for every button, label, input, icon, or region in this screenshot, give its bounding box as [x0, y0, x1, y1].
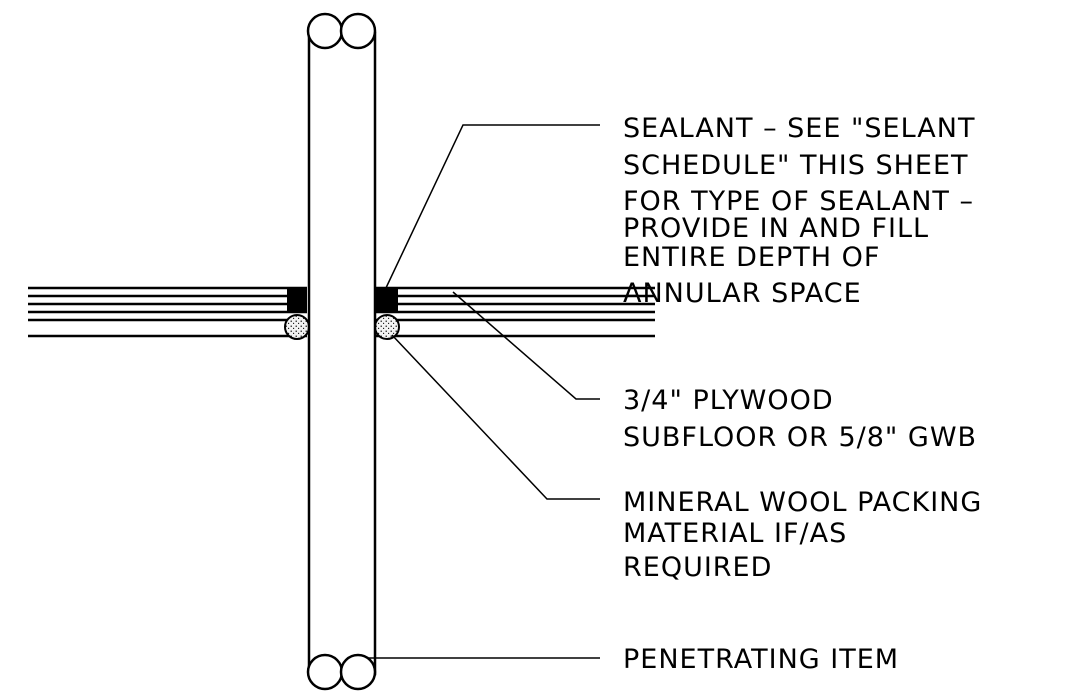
note-mineral-wool-line: MATERIAL IF/AS: [623, 518, 847, 549]
note-sealant-line: FOR TYPE OF SEALANT –: [623, 186, 974, 217]
floor-layers-left: [28, 286, 307, 338]
mineral-wool-left: [284, 314, 310, 340]
note-penetrating-item: PENETRATING ITEM: [623, 644, 899, 675]
pipe-break-bottom: [306, 653, 377, 691]
leader-plywood: [452, 291, 600, 400]
note-sealant: SEALANT – SEE "SELANT SCHEDULE" THIS SHE…: [623, 113, 985, 309]
leader-mineral-wool: [391, 334, 600, 500]
note-sealant-line: SCHEDULE" THIS SHEET: [623, 150, 969, 181]
leader-sealant: [384, 124, 600, 291]
note-mineral-wool: MINERAL WOOL PACKING MATERIAL IF/AS REQU…: [623, 487, 992, 583]
mineral-wool-right: [374, 314, 400, 340]
sealant-left: [287, 288, 307, 312]
note-mineral-wool-line: MINERAL WOOL PACKING: [623, 487, 982, 518]
note-plywood-line: 3/4" PLYWOOD: [623, 385, 834, 416]
note-sealant-line: PROVIDE IN AND FILL: [623, 213, 929, 244]
note-penetrating-item-line: PENETRATING ITEM: [623, 644, 899, 675]
note-sealant-line: SEALANT – SEE "SELANT: [623, 113, 975, 144]
floor-layers-right: [375, 286, 655, 338]
sealant-right: [375, 288, 398, 312]
note-plywood: 3/4" PLYWOOD SUBFLOOR OR 5/8" GWB: [623, 385, 977, 453]
note-sealant-line: ANNULAR SPACE: [623, 278, 862, 309]
pipe-break-top: [306, 12, 377, 50]
note-sealant-line: ENTIRE DEPTH OF: [623, 242, 880, 273]
penetrating-pipe: [307, 31, 377, 676]
note-mineral-wool-line: REQUIRED: [623, 552, 772, 583]
note-plywood-line: SUBFLOOR OR 5/8" GWB: [623, 422, 977, 453]
leaders: [369, 124, 600, 659]
